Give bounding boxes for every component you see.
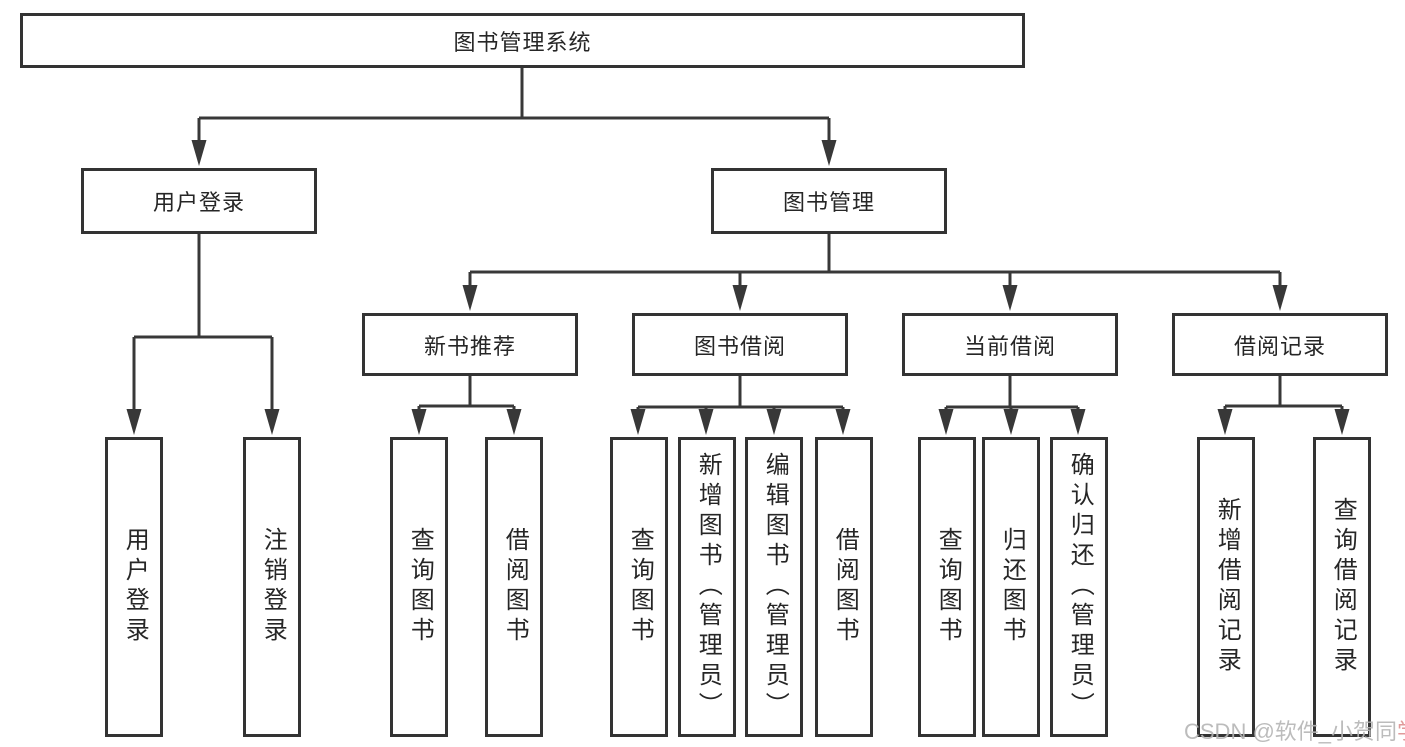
node-label: 查询图书 xyxy=(626,527,654,647)
node-label: 借阅图书 xyxy=(501,527,529,647)
node-borrowing-records: 借阅记录 xyxy=(1172,313,1388,376)
node-label: 新书推荐 xyxy=(423,333,516,359)
arrow-icon xyxy=(1272,285,1288,311)
node-label: 图书管理系统 xyxy=(453,29,592,55)
node-label: 用户登录 xyxy=(152,190,245,215)
arrow-icon xyxy=(766,409,782,435)
arrow-icon xyxy=(462,285,478,311)
leaf-borrow-books-recommend: 借阅图书 xyxy=(485,437,543,737)
connector-root-to-level2 xyxy=(197,68,831,142)
leaf-edit-books-admin: 编辑图书（管理员） xyxy=(745,437,803,737)
arrow-icon xyxy=(1217,409,1233,435)
node-label: 查询借阅记录 xyxy=(1329,497,1357,677)
node-label: 查询图书 xyxy=(406,527,434,647)
watermark-text: CSDN @软件_小贺同 xyxy=(1184,719,1398,744)
arrow-icon xyxy=(630,409,646,435)
csdn-watermark: CSDN @软件_小贺同学 xyxy=(1184,714,1405,746)
arrow-icon xyxy=(1334,409,1350,435)
arrow-icon xyxy=(732,285,748,311)
node-label: 新增图书（管理员） xyxy=(694,452,722,722)
leaf-return-books: 归还图书 xyxy=(982,437,1040,737)
arrow-icon xyxy=(698,409,714,435)
connector-newbook-to-leaves xyxy=(417,376,516,411)
leaf-query-borrow-record: 查询借阅记录 xyxy=(1313,437,1371,737)
leaf-query-books-recommend: 查询图书 xyxy=(390,437,448,737)
arrow-icon xyxy=(1003,409,1019,435)
leaf-confirm-return-admin: 确认归还（管理员） xyxy=(1050,437,1108,737)
node-label: 注销登录 xyxy=(259,527,287,647)
node-label: 借阅记录 xyxy=(1233,333,1326,359)
node-label: 归还图书 xyxy=(998,527,1026,647)
node-current-borrowing: 当前借阅 xyxy=(902,313,1118,376)
node-label: 图书管理 xyxy=(782,190,875,215)
node-new-book-recommendation: 新书推荐 xyxy=(362,313,578,376)
node-label: 图书借阅 xyxy=(693,333,786,359)
arrow-icon xyxy=(938,409,954,435)
arrow-icon xyxy=(1002,285,1018,311)
watermark-accent-text: 学 xyxy=(1397,719,1405,744)
connector-borrowing-to-leaves xyxy=(636,376,845,411)
leaf-logout: 注销登录 xyxy=(243,437,301,737)
arrow-icon xyxy=(264,409,280,435)
node-label: 确认归还（管理员） xyxy=(1066,452,1094,722)
node-library-management-system: 图书管理系统 xyxy=(20,13,1025,68)
node-label: 新增借阅记录 xyxy=(1213,497,1241,677)
arrow-icon xyxy=(1070,409,1086,435)
leaf-user-login: 用户登录 xyxy=(105,437,163,737)
arrow-icon xyxy=(835,409,851,435)
node-label: 查询图书 xyxy=(934,527,962,647)
leaf-borrow-books-borrowing: 借阅图书 xyxy=(815,437,873,737)
arrow-icon xyxy=(506,409,522,435)
leaf-add-books-admin: 新增图书（管理员） xyxy=(678,437,736,737)
leaf-add-borrow-record: 新增借阅记录 xyxy=(1197,437,1255,737)
connector-bookmgmt-to-level3 xyxy=(468,234,1282,287)
node-user-login-branch: 用户登录 xyxy=(81,168,317,234)
arrow-icon xyxy=(411,409,427,435)
connector-userlogin-to-leaves xyxy=(132,234,274,411)
node-book-management-branch: 图书管理 xyxy=(711,168,947,234)
arrow-icon xyxy=(126,409,142,435)
node-label: 当前借阅 xyxy=(963,333,1056,359)
connector-current-to-leaves xyxy=(944,376,1080,411)
node-label: 借阅图书 xyxy=(831,527,859,647)
arrow-icon xyxy=(821,140,837,166)
node-label: 用户登录 xyxy=(121,527,149,647)
connector-records-to-leaves xyxy=(1223,376,1344,411)
arrow-icon xyxy=(191,140,207,166)
node-book-borrowing: 图书借阅 xyxy=(632,313,848,376)
node-label: 编辑图书（管理员） xyxy=(761,452,789,722)
leaf-query-books-current: 查询图书 xyxy=(918,437,976,737)
leaf-query-books-borrowing: 查询图书 xyxy=(610,437,668,737)
